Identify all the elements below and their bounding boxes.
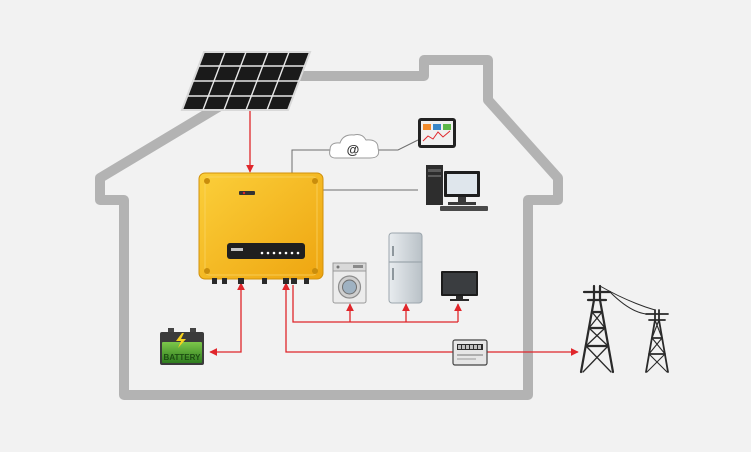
tv-icon bbox=[441, 271, 478, 301]
solar-panel-icon bbox=[180, 51, 312, 111]
house-outline bbox=[95, 55, 563, 400]
battery-icon: BATTERY bbox=[160, 328, 204, 365]
at-symbol: @ bbox=[347, 142, 360, 157]
tablet-icon bbox=[418, 118, 456, 148]
desktop-computer-icon bbox=[426, 165, 488, 211]
washing-machine-icon bbox=[332, 262, 367, 304]
energy-meter-icon bbox=[452, 339, 488, 366]
refrigerator-icon bbox=[388, 232, 423, 304]
cloud-internet-icon: @ bbox=[329, 134, 380, 159]
data-connections bbox=[291, 139, 419, 191]
power-tower-icon bbox=[579, 284, 669, 374]
inverter-icon bbox=[198, 172, 324, 284]
battery-label: BATTERY bbox=[164, 353, 202, 362]
